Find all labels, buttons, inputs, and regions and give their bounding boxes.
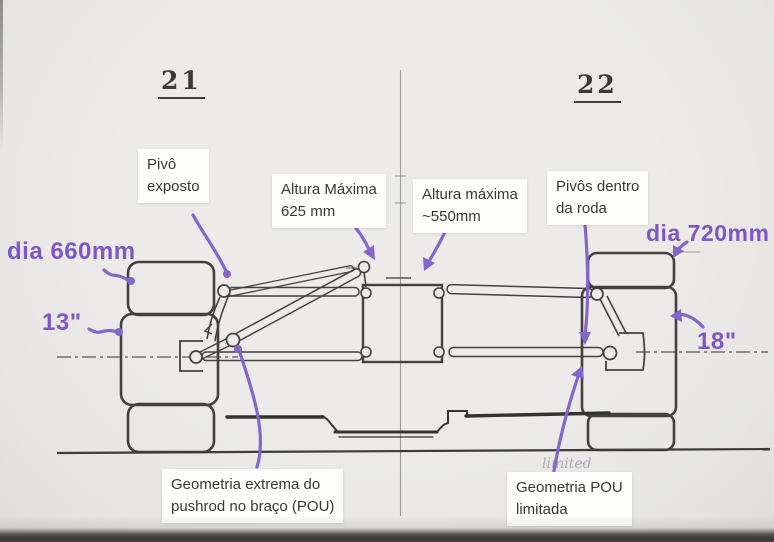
photo-bottom-edge — [0, 516, 774, 542]
arrow-geometria-pou — [552, 369, 582, 473]
note-geometria-extrema-pushrod: Geometria extrema do pushrod no braço (P… — [162, 469, 344, 523]
note-pivos-dentro-da-roda: Pivôs dentro da roda — [547, 171, 649, 225]
arrow-dia-660 — [102, 268, 130, 282]
arrow-geometria-extrema — [238, 351, 262, 469]
left-suspension-linkage — [179, 265, 363, 372]
center-line — [395, 70, 406, 516]
right-suspension-linkage — [446, 283, 646, 371]
chassis-box — [346, 260, 445, 364]
figure-number-22: 22 — [574, 70, 621, 103]
figure-number-21: 21 — [158, 66, 205, 99]
photo-edge-artifact — [0, 0, 3, 150]
arrow-pivos-dentro — [583, 222, 590, 338]
annotation-arrows — [87, 213, 705, 473]
arrow-pivo-exposto — [191, 213, 228, 273]
arrow-13-inch — [87, 327, 119, 334]
dim-18-inch: 18" — [697, 328, 737, 355]
note-pivo-exposto: Pivô exposto — [138, 149, 209, 203]
faint-handwritten-limited: limited — [542, 456, 592, 472]
dim-dia-660mm: dia 660mm — [7, 238, 136, 265]
note-altura-maxima-550: Altura máxima ~550mm — [413, 179, 527, 233]
dim-dia-720mm: dia 720mm — [646, 220, 770, 246]
ground-line — [56, 447, 771, 455]
axle-centerlines — [57, 351, 768, 358]
floor-profile — [225, 410, 611, 438]
dim-13-inch: 13" — [42, 309, 82, 336]
note-altura-maxima-625: Altura Máxima 625 mm — [272, 174, 386, 228]
